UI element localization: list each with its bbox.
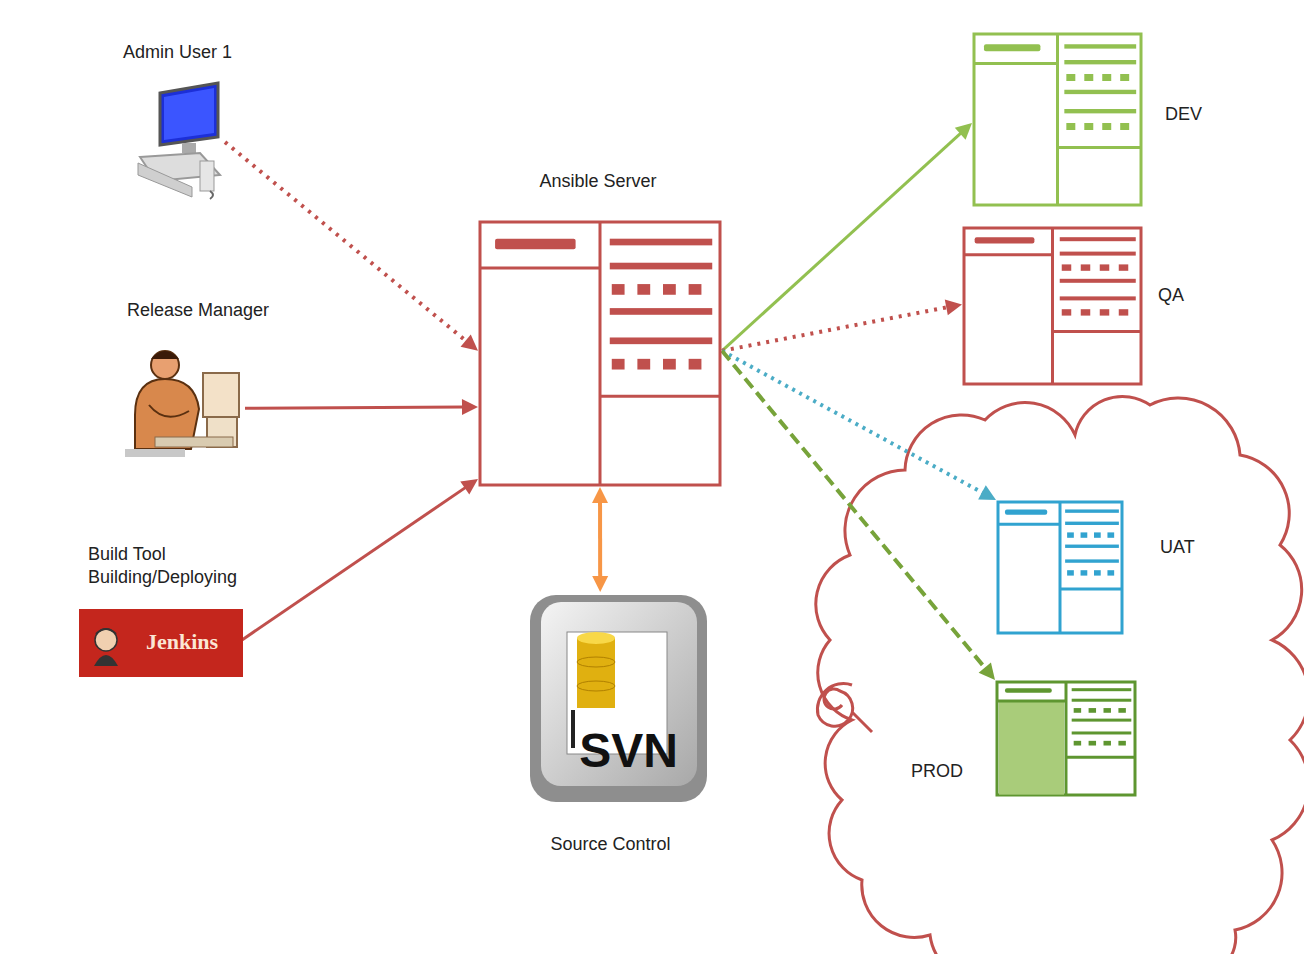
server-icon: [996, 500, 1124, 635]
server-icon: [972, 32, 1143, 207]
node-icon: [115, 345, 245, 460]
node-label: Admin User 1: [123, 41, 232, 64]
connector-arrow: [722, 300, 962, 351]
server-box: Ansible Server: [478, 220, 722, 487]
node-label: Jenkins: [146, 628, 218, 656]
cloud-swirl: [817, 684, 872, 732]
actor-node: Release Manager: [115, 345, 245, 460]
connector-arrow: [245, 399, 478, 415]
connector-line: [722, 132, 962, 350]
server-box: PROD: [995, 680, 1137, 797]
arrow-head: [592, 576, 608, 592]
arrow-head: [462, 399, 478, 415]
connector-arrow: [722, 351, 996, 500]
connector-line: [598, 501, 602, 578]
node-label: Build Tool Building/Deploying: [88, 543, 303, 588]
arrow-head: [978, 485, 996, 500]
server-icon: [962, 226, 1143, 386]
connector-arrow: [592, 487, 608, 592]
connector-line: [722, 351, 986, 669]
connector-arrow: [242, 479, 478, 640]
cloud-outline: [816, 396, 1304, 954]
arrow-head: [979, 663, 995, 680]
connector-arrow: [722, 123, 972, 351]
connector-line: [242, 487, 466, 640]
server-icon: [995, 680, 1137, 797]
connector-arrow: [722, 351, 995, 680]
connector-line: [245, 407, 464, 408]
actor-node: SVNSource Control: [527, 592, 710, 805]
node-label: DEV: [1165, 103, 1202, 126]
server-icon: [478, 220, 722, 487]
connector-arrow: [225, 142, 478, 351]
server-box: DEV: [972, 32, 1143, 207]
arrow-head: [592, 487, 608, 503]
arrow-head: [460, 479, 478, 495]
node-label: Release Manager: [127, 299, 269, 322]
node-icon: [130, 75, 225, 197]
arrow-head: [955, 123, 972, 140]
connector-line: [722, 307, 948, 351]
node-label: Ansible Server: [539, 170, 656, 193]
arrow-head: [945, 300, 962, 316]
node-label: UAT: [1160, 536, 1195, 559]
connector-line: [722, 351, 984, 493]
actor-node: Admin User 1: [130, 75, 225, 197]
node-label: SVN: [579, 721, 678, 781]
actor-node: Build Tool Building/DeployingJenkins: [78, 608, 242, 676]
server-box: QA: [962, 226, 1143, 386]
node-label: QA: [1158, 284, 1184, 307]
server-box: UAT: [996, 500, 1124, 635]
arrow-head: [461, 334, 478, 350]
node-label: Source Control: [550, 833, 670, 856]
node-label: PROD: [911, 760, 963, 783]
